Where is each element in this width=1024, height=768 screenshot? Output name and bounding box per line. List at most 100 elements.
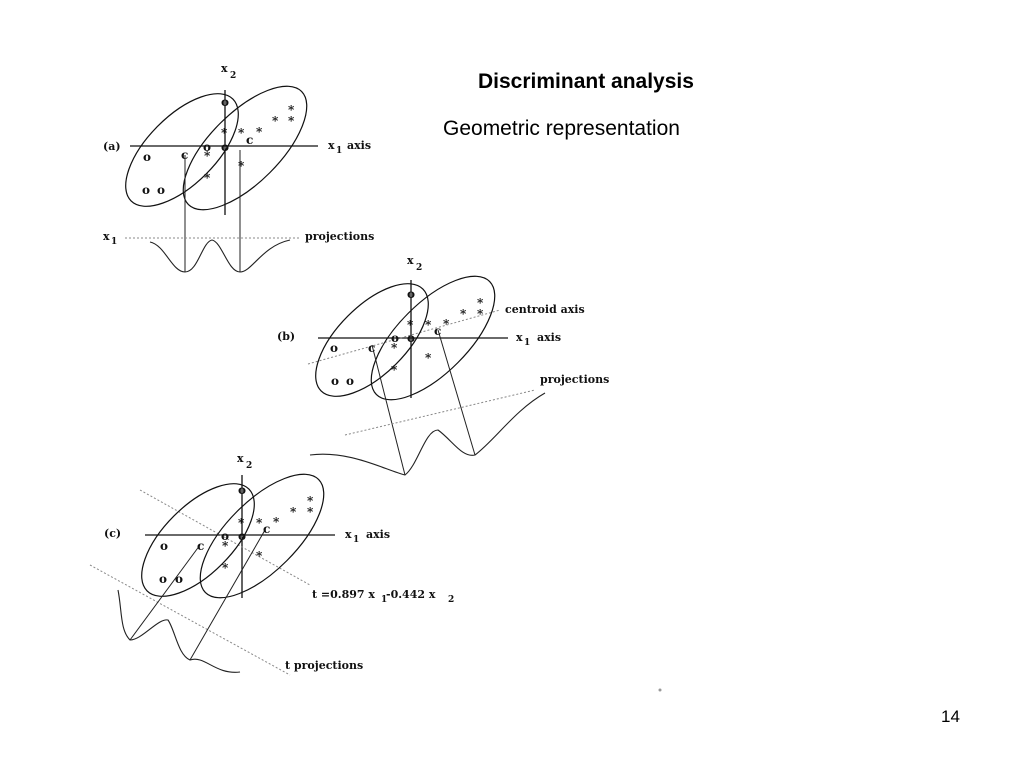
panel-b-circle-point: o bbox=[346, 374, 354, 388]
panel-b-tag: (b) bbox=[277, 330, 295, 343]
panel-c-x1-sub: 1 bbox=[353, 535, 359, 545]
panel-b-x2-label: x bbox=[407, 254, 414, 267]
panel-b-centroid-axis bbox=[307, 309, 501, 365]
panel-b-circle-point: o bbox=[331, 374, 339, 388]
panel-a-proj-axis-label: x bbox=[103, 230, 110, 243]
panel-c-circle-point: o bbox=[160, 539, 168, 553]
panel-c-group2-ellipse bbox=[199, 473, 325, 599]
panel-c-centroid2-drop bbox=[189, 529, 266, 661]
panel-b-star-point: * bbox=[425, 318, 432, 332]
panel-c-circle-point: o bbox=[159, 572, 167, 586]
panel-b-star-point: * bbox=[407, 318, 414, 332]
panel-c-x2-label: x bbox=[237, 452, 244, 465]
panel-c-equation-sub2: 2 bbox=[448, 595, 454, 605]
panel-b-centroid-point: c bbox=[434, 324, 441, 338]
panel-b-x1-word: axis bbox=[537, 331, 561, 344]
panel-b-star-point: * bbox=[477, 307, 484, 321]
panel-c-group1-ellipse bbox=[141, 483, 255, 597]
panel-c-x2-sub: 2 bbox=[246, 461, 252, 471]
panel-b-group2-ellipse bbox=[370, 275, 496, 401]
panel-c-t-axis bbox=[89, 564, 291, 676]
panel-b-circle-point: o bbox=[330, 341, 338, 355]
panel-a-projections-label: projections bbox=[305, 230, 374, 243]
panel-a-star-point: * bbox=[288, 114, 295, 128]
panel-a-centroid-point: c bbox=[246, 133, 253, 147]
panel-b-projections-label: projections bbox=[540, 373, 609, 386]
panel-a-star-point: * bbox=[204, 171, 211, 185]
panel-b-star-point: * bbox=[391, 363, 398, 377]
panel-a: (a) x 2 x 1 axis x 1 projections o o o o… bbox=[103, 62, 374, 273]
panel-b-circle-point: o bbox=[407, 331, 415, 345]
panel-c-centroid-point: c bbox=[263, 522, 270, 536]
panel-b-star-point: * bbox=[391, 341, 398, 355]
panel-b-x1-sub: 1 bbox=[524, 338, 530, 348]
panel-c-t-projections-label: t projections bbox=[285, 659, 363, 672]
panel-b-x1-label: x bbox=[516, 331, 523, 344]
stray-mark bbox=[658, 688, 662, 692]
panel-a-star-point: * bbox=[288, 103, 295, 117]
panel-a-x1-word: axis bbox=[347, 139, 371, 152]
panel-a-circle-point: o bbox=[221, 140, 229, 154]
slide-title: Discriminant analysis bbox=[478, 70, 694, 93]
panel-a-star-point: * bbox=[256, 125, 263, 139]
panel-b-star-point: * bbox=[443, 317, 450, 331]
panel-b: (b) x 2 x 1 axis centroid axis projectio… bbox=[277, 254, 609, 476]
panel-a-x2-label: x bbox=[221, 62, 228, 75]
panel-c-x1-label: x bbox=[345, 528, 352, 541]
panel-b-centroid-axis-label: centroid axis bbox=[505, 303, 585, 316]
panel-b-centroid2-drop bbox=[437, 329, 476, 456]
panel-b-projection-curves bbox=[309, 392, 546, 476]
panel-c-x1-word: axis bbox=[366, 528, 390, 541]
panel-b-star-point: * bbox=[425, 351, 432, 365]
panel-c-centroid1-drop bbox=[129, 544, 201, 641]
panel-a-proj-axis-sub: 1 bbox=[111, 237, 117, 247]
panel-c-star-point: * bbox=[273, 515, 280, 529]
panel-c-projection-curves bbox=[117, 589, 241, 673]
panel-c-star-point: * bbox=[290, 505, 297, 519]
panel-c-equation-mid: -0.442 x bbox=[386, 588, 436, 601]
panel-a-star-point: * bbox=[272, 114, 279, 128]
panel-b-group1-ellipse bbox=[315, 283, 429, 397]
panel-a-star-point: * bbox=[238, 126, 245, 140]
panel-a-circle-point: o bbox=[143, 150, 151, 164]
panel-a-star-point: * bbox=[204, 149, 211, 163]
panel-c-separator-line bbox=[139, 489, 311, 586]
panel-b-circle-point: o bbox=[391, 331, 399, 345]
panel-c-star-point: * bbox=[256, 549, 263, 563]
slide-subtitle: Geometric representation bbox=[443, 117, 680, 140]
panel-a-x1-label: x bbox=[328, 139, 335, 152]
panel-c-tag: (c) bbox=[104, 527, 121, 540]
panel-b-centroid-point: c bbox=[368, 341, 375, 355]
panel-c-circle-point: o bbox=[238, 529, 246, 543]
panel-c-equation-sub1: 1 bbox=[381, 595, 387, 605]
panel-c-equation-lhs: t =0.897 x bbox=[312, 588, 375, 601]
panel-c: (c) x 2 x 1 axis t =0.897 x 1 -0.442 x 2… bbox=[89, 452, 454, 676]
panel-b-projection-baseline bbox=[344, 389, 536, 436]
panel-c-centroid-point: c bbox=[197, 539, 204, 553]
panel-a-star-point: * bbox=[238, 159, 245, 173]
panel-c-star-point: * bbox=[307, 505, 314, 519]
panel-c-star-point: * bbox=[307, 494, 314, 508]
panel-a-x2-sub: 2 bbox=[230, 71, 236, 81]
panel-a-circle-point: o bbox=[142, 183, 150, 197]
panel-a-tag: (a) bbox=[103, 140, 121, 153]
panel-b-circle-point: o bbox=[407, 287, 415, 301]
panel-a-group2-ellipse bbox=[182, 85, 308, 211]
panel-b-star-point: * bbox=[477, 296, 484, 310]
panel-a-star-point: * bbox=[221, 126, 228, 140]
page-number: 14 bbox=[941, 707, 960, 726]
panel-b-star-point: * bbox=[460, 307, 467, 321]
panel-a-projection-curves bbox=[149, 239, 291, 273]
panel-a-circle-point: o bbox=[157, 183, 165, 197]
panel-a-x1-sub: 1 bbox=[336, 146, 342, 156]
panel-c-star-point: * bbox=[256, 516, 263, 530]
panel-b-x2-sub: 2 bbox=[416, 263, 422, 273]
panel-a-centroid-point: c bbox=[181, 148, 188, 162]
panel-b-centroid1-drop bbox=[371, 344, 406, 476]
panel-a-group1-ellipse bbox=[125, 93, 239, 207]
panel-a-circle-point: o bbox=[203, 140, 211, 154]
panel-c-circle-point: o bbox=[238, 483, 246, 497]
panel-a-circle-point: o bbox=[221, 95, 229, 109]
panel-c-circle-point: o bbox=[221, 529, 229, 543]
